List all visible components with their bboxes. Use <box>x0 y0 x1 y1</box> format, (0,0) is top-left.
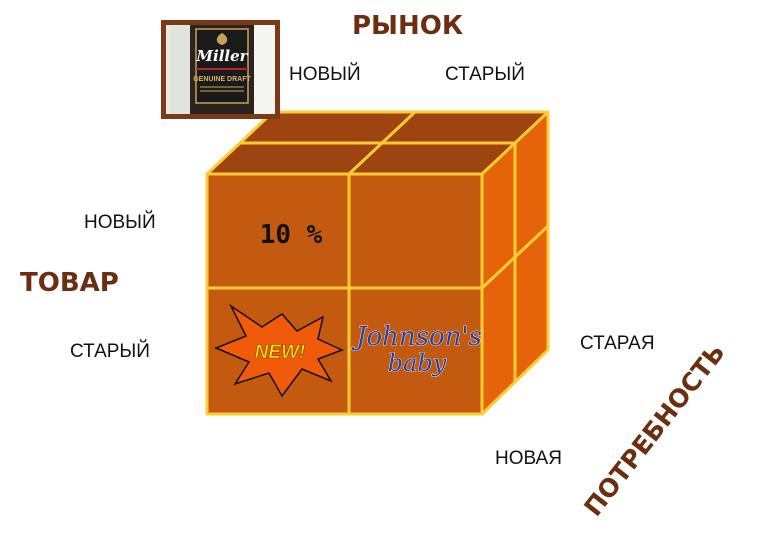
product-new-label: НОВЫЙ <box>84 212 156 233</box>
new-starburst <box>214 303 344 398</box>
market-new-label: НОВЫЙ <box>289 64 361 85</box>
percent-label: 10 % <box>260 220 323 250</box>
johnsons-logo-line2: baby <box>388 349 447 377</box>
need-old-label: СТАРАЯ <box>580 333 655 354</box>
product-old-label: СТАРЫЙ <box>70 341 150 362</box>
johnsons-logo-line1: Johnson's <box>351 322 482 352</box>
johnsons-baby-logo: Johnson's baby <box>351 322 483 378</box>
need-new-label: НОВАЯ <box>495 448 562 469</box>
miller-line1-text: GENUINE DRAFT <box>193 76 251 83</box>
starburst-label: NEW! <box>255 342 306 363</box>
market-axis-title: РЫНОК <box>352 11 464 41</box>
miller-logo-text: Miller <box>195 47 248 65</box>
miller-bottle-photo: Miller GENUINE DRAFT <box>161 20 280 119</box>
market-old-label: СТАРЫЙ <box>445 64 525 85</box>
product-axis-title: ТОВАР <box>20 268 119 298</box>
